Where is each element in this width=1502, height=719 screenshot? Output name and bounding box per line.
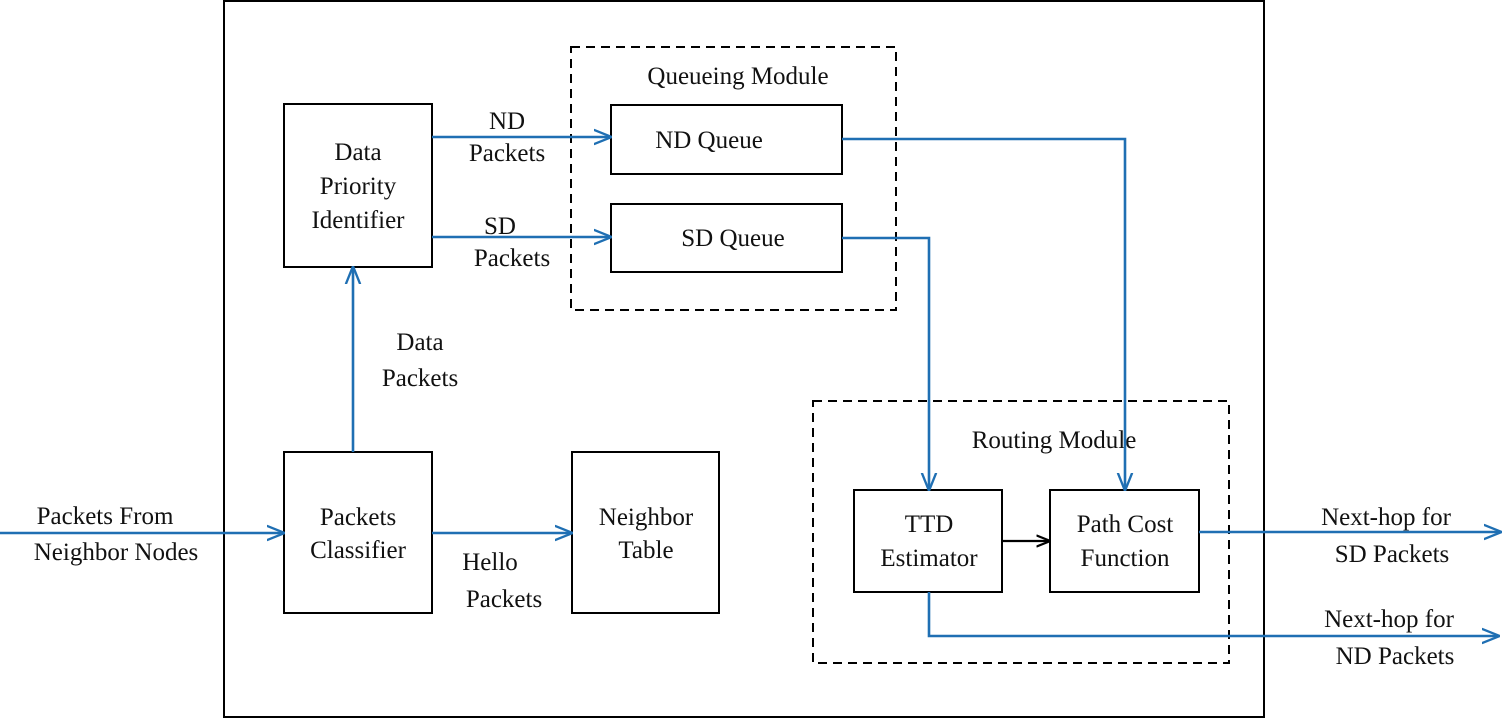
path-cost-function-box: Path Cost Function [1049, 489, 1200, 593]
hello-packets-label-line-2: Packets [466, 586, 542, 613]
hello-packets-label-line-1: Hello [462, 549, 518, 576]
packets-classifier-line-1: Packets [320, 504, 396, 531]
nd-queue-label: ND Queue [655, 127, 763, 154]
node-boundary [223, 0, 1265, 718]
input-label-line-1: Packets From [37, 503, 174, 530]
sd-packets-label-line-1: SD [484, 213, 516, 240]
neighbor-table-box: Neighbor Table [571, 451, 720, 614]
packets-classifier-line-2: Classifier [310, 537, 406, 564]
sd-queue-label: SD Queue [681, 225, 784, 252]
data-priority-identifier-box: Data Priority Identifier [283, 103, 433, 268]
queueing-module-boundary [570, 46, 897, 311]
packets-classifier-box: Packets Classifier [283, 451, 433, 614]
nd-queue-box: ND Queue [610, 104, 843, 175]
ttd-estimator-line-2: Estimator [880, 545, 978, 572]
ttd-estimator-line-1: TTD [905, 511, 954, 538]
neighbor-table-line-1: Neighbor [599, 504, 694, 531]
data-priority-identifier-line-3: Identifier [311, 207, 405, 234]
data-priority-identifier-line-1: Data [334, 139, 381, 166]
output-sd-label-line-2: SD Packets [1335, 541, 1450, 568]
output-sd-label-line-1: Next-hop for [1321, 504, 1451, 531]
path-cost-function-line-2: Function [1081, 545, 1170, 572]
output-nd-arrow [927, 592, 1498, 636]
queueing-module-label: Queueing Module [647, 63, 828, 90]
data-packets-label-line-1: Data [396, 329, 443, 356]
output-nd-label-line-2: ND Packets [1336, 643, 1455, 670]
data-packets-label-line-2: Packets [382, 365, 458, 392]
data-priority-identifier-line-2: Priority [320, 173, 397, 200]
sd-queue-to-ttd-arrow [842, 236, 929, 489]
input-label-line-2: Neighbor Nodes [34, 539, 199, 566]
output-nd-label-line-1: Next-hop for [1324, 606, 1454, 633]
path-cost-function-line-1: Path Cost [1077, 511, 1174, 538]
ttd-estimator-box: TTD Estimator [853, 489, 1003, 593]
nd-packets-label-line-2: Packets [469, 140, 545, 167]
sd-queue-box: SD Queue [610, 203, 843, 273]
nd-packets-label-line-1: ND [489, 108, 525, 135]
sd-packets-label-line-2: Packets [474, 245, 550, 272]
neighbor-table-line-2: Table [618, 537, 673, 564]
nd-queue-to-path-cost-arrow [842, 137, 1125, 489]
routing-module-label: Routing Module [972, 427, 1137, 454]
